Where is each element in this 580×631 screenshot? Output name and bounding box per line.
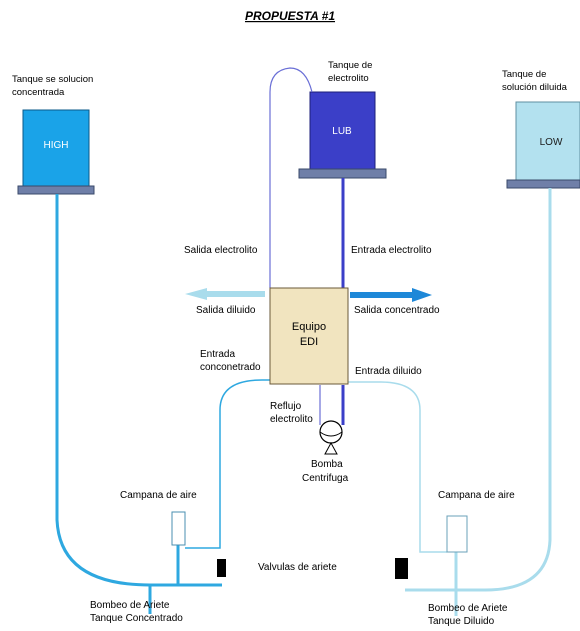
right-air-chamber [446,515,468,553]
label-entrada-diluido: Entrada diluido [355,366,422,377]
salida-concentrado-arrow [350,288,432,302]
label-salida-electrolito: Salida electrolito [184,245,258,256]
label-bomba-line1: Bomba [311,459,343,470]
centrifugal-pump-icon [319,420,343,444]
edi-label-line1: Equipo [292,321,326,333]
high-tank-caption-line1: Tanque se solucion [12,74,93,85]
edi-unit [269,287,349,385]
lub-tank-caption-line2: electrolito [328,73,369,84]
lub-tank-caption-line1: Tanque de [328,60,372,71]
label-entrada-electrolito: Entrada electrolito [351,245,432,256]
high-tank-caption-line2: concentrada [12,87,65,98]
low-tank-caption-line1: Tanque de [502,69,546,80]
left-air-chamber [171,511,186,546]
high-tank-label: HIGH [44,140,69,151]
label-bombeo-concentrado-line2: Tanque Concentrado [90,613,183,624]
pump-stand-icon [324,441,338,455]
edi-label-line2: EDI [300,336,318,348]
label-bombeo-concentrado-line1: Bombeo de Ariete [90,600,170,611]
high-tank [22,109,90,187]
label-campana-left: Campana de aire [120,490,197,501]
electrolyte-outlet-pipe [269,67,313,288]
label-salida-concentrado: Salida concentrado [354,305,440,316]
label-bombeo-diluido-line2: Tanque Diluido [428,616,495,627]
concentrated-feed-pipe [55,194,222,587]
salida-diluido-arrow [185,288,265,300]
label-valvulas: Valvulas de ariete [258,562,337,573]
label-reflujo-line1: Reflujo [270,401,302,412]
lub-tank-label: LUB [332,126,352,137]
label-entrada-concentrado-line1: Entrada [200,349,235,360]
label-reflujo-line2: electrolito [270,414,313,425]
label-bomba-line2: Centrifuga [302,473,349,484]
label-bombeo-diluido-line1: Bombeo de Ariete [428,603,508,614]
lub-tank-base [298,168,387,179]
diagram-title: PROPUESTA #1 [245,9,335,23]
pump-impeller-mark [319,431,343,437]
low-tank-caption-line2: solución diluida [502,82,568,93]
label-campana-right: Campana de aire [438,490,515,501]
diluted-feed-pipe [405,188,552,592]
high-tank-base [17,185,95,195]
low-tank-base [506,179,580,189]
label-salida-diluido: Salida diluido [196,305,256,316]
left-ram-valve [217,559,226,577]
right-ram-valve [395,558,408,579]
lub-tank [309,91,376,170]
label-entrada-concentrado-line2: conconetrado [200,362,261,373]
concentrated-inlet-pipe [185,379,270,549]
low-tank-label: LOW [540,137,563,148]
diluted-inlet-pipe [348,381,447,553]
